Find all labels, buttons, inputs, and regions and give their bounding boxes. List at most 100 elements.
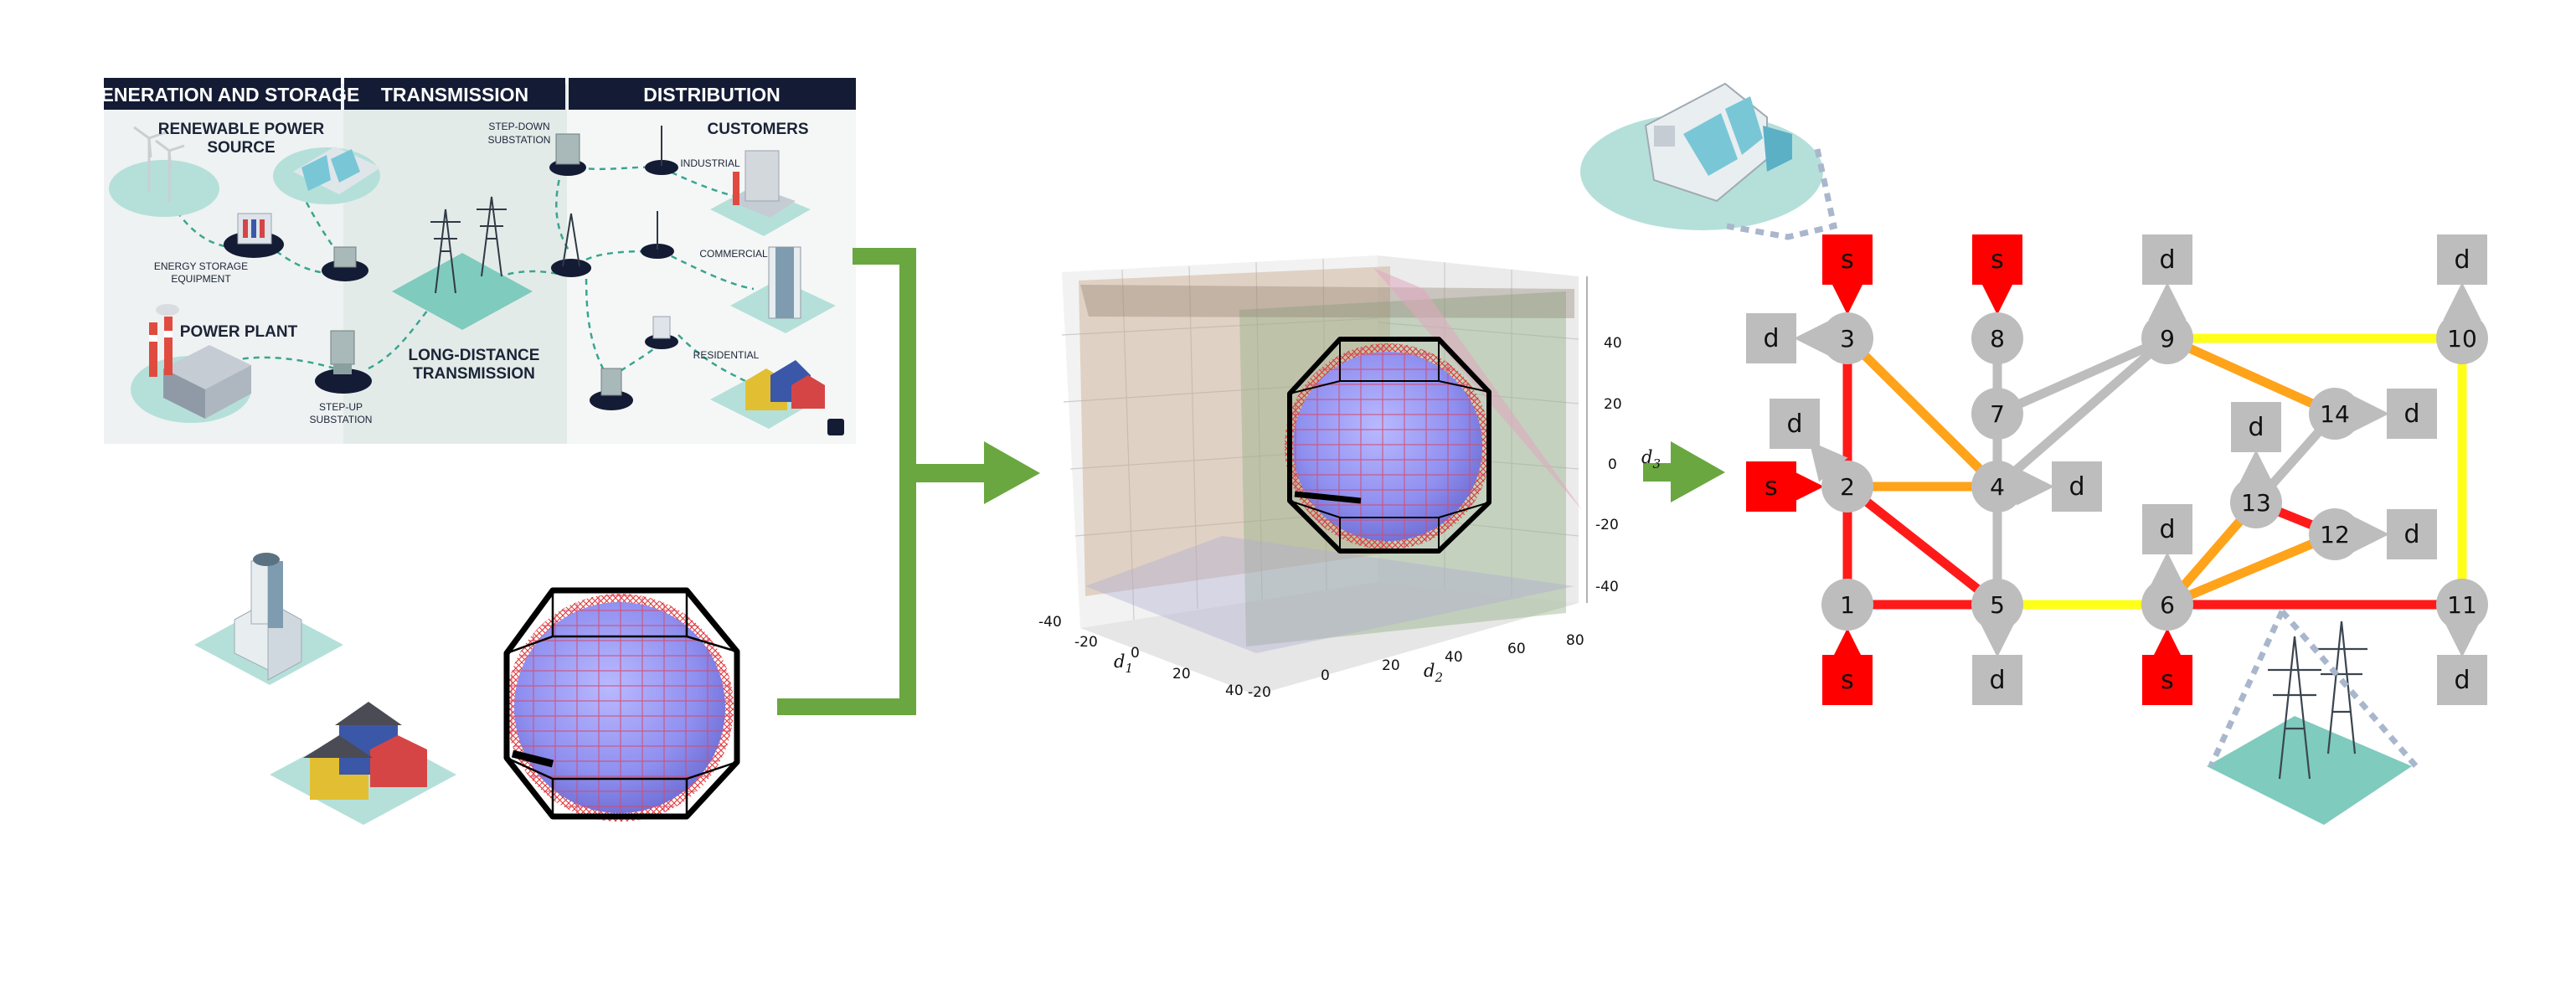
caption-step-up-line2: SUBSTATION (310, 414, 373, 425)
arrow-head-2 (1671, 441, 1725, 502)
transmission-tile (392, 253, 533, 330)
line-3-4 (1842, 333, 2002, 492)
d3-axis-label: d3 (1641, 447, 1661, 471)
halfspace-plane-4 (1085, 536, 1574, 653)
d3-tick-40: 40 (1604, 335, 1622, 352)
arrow-shaft-2 (1643, 463, 1675, 482)
demand-arrow-2 (1809, 440, 1848, 482)
caption-industrial: INDUSTRIAL (680, 157, 740, 169)
bus-node-10: 10 (2436, 312, 2488, 364)
bus-node-6: 6 (2141, 579, 2193, 631)
power-plant-icon (149, 304, 251, 419)
caption-step-up-line1: STEP-UP (319, 401, 363, 413)
3d-plot: 40 20 0 -20 -40 d3 -40 -20 0 20 40 d1 -2… (1038, 255, 1661, 701)
caption-power-plant: POWER PLANT (180, 323, 298, 341)
outer-approximation-illustration (503, 587, 740, 822)
transmission-tower-icon (430, 196, 507, 294)
caption-storage-line1: ENERGY STORAGE (154, 260, 248, 272)
axis-d3: 40 20 0 -20 -40 d3 (1586, 276, 1661, 603)
commercial-building-icon (768, 246, 801, 319)
line-6-12 (2162, 529, 2340, 610)
residential-building-icon (745, 360, 825, 410)
d3-tick-20: 20 (1604, 396, 1622, 413)
wind-turbine-icon (133, 126, 185, 203)
bus-label: 10 (2447, 325, 2477, 353)
demand-label: d (2454, 245, 2470, 275)
d1-tick-0: 0 (1131, 645, 1140, 662)
pane-back-left (1062, 255, 1378, 628)
demand-label: d (2403, 520, 2419, 549)
substation-icon (322, 246, 368, 281)
bus-node-4: 4 (1971, 461, 2023, 513)
bus-label: 8 (1990, 325, 2005, 353)
caption-step-down-line2: SUBSTATION (488, 134, 551, 146)
axis-d1: -40 -20 0 20 40 d1 (1038, 614, 1244, 699)
demand-label: d (1763, 324, 1779, 353)
d1-tick-20: 20 (1172, 666, 1191, 683)
source-box-2: s (1972, 234, 2022, 285)
demand-label: d (2454, 666, 2470, 695)
source-label: s (1765, 472, 1778, 502)
section-headers: GENERATION AND STORAGE TRANSMISSION DIST… (86, 78, 856, 110)
bus-node-8: 8 (1971, 312, 2023, 364)
demand-box-7: d (2437, 655, 2487, 705)
demand-box-11: d (2387, 509, 2437, 559)
source-label: s (2161, 666, 2174, 695)
bus-label: 1 (1840, 591, 1855, 619)
wind-tile (109, 160, 219, 217)
hydro-dam-icon (293, 147, 381, 194)
source-box-3: s (1746, 461, 1796, 512)
bus-label: 14 (2320, 400, 2350, 428)
pane-floor (1080, 582, 1579, 695)
caption-customers: CUSTOMERS (707, 121, 808, 138)
demand-box-4: d (1972, 655, 2022, 705)
d1-tick-m20: -20 (1074, 634, 1098, 651)
header-transmission: TRANSMISSION (381, 84, 528, 106)
caption-commercial: COMMERCIAL (699, 248, 768, 260)
caption-long-distance-line1: LONG-DISTANCE (409, 347, 540, 364)
step-up-substation-icon (315, 330, 372, 394)
bus-label: 9 (2160, 325, 2175, 353)
d1-axis-label: d1 (1114, 652, 1133, 676)
source-box-4: s (1822, 655, 1873, 705)
caption-step-down-line1: STEP-DOWN (488, 121, 549, 132)
line-7-9 (1992, 333, 2172, 419)
line-2-5 (1842, 482, 2002, 610)
source-label: s (1841, 666, 1854, 695)
power-grid-infographic: GENERATION AND STORAGE TRANSMISSION DIST… (86, 78, 856, 444)
demand-box-10: d (2387, 389, 2437, 439)
d2-tick-0: 0 (1321, 667, 1330, 684)
caption-storage-line2: EQUIPMENT (171, 273, 231, 285)
demand-label: d (2248, 413, 2264, 442)
bus-node-12: 12 (2309, 508, 2361, 560)
bus-node-1: 1 (1821, 579, 1873, 631)
flow-arrows (777, 248, 1725, 715)
demand-box-8: d (2142, 504, 2192, 554)
bus-label: 2 (1840, 473, 1855, 501)
d1-tick-m40: -40 (1038, 614, 1062, 631)
arrow-shaft-1 (908, 464, 993, 482)
bus-node-7: 7 (1971, 388, 2023, 440)
demand-label: d (2069, 472, 2084, 502)
demand-box-1: d (1746, 313, 1796, 363)
distribution-nodes (549, 126, 678, 410)
houses-illustration (270, 702, 456, 825)
bus-label: 3 (1840, 325, 1855, 353)
caption-long-distance-line2: TRANSMISSION (413, 365, 535, 383)
line-9-14 (2162, 333, 2340, 419)
demand-label: d (2403, 399, 2419, 429)
transmission-lines (1842, 333, 2467, 610)
arrow-head-1 (984, 441, 1040, 504)
axis-d2: -20 0 20 40 60 80 d2 (1248, 632, 1584, 701)
bus-label: 5 (1990, 591, 2005, 619)
bus-label: 13 (2241, 489, 2271, 517)
source-box-5: s (2142, 655, 2192, 705)
bus-label: 6 (2160, 591, 2175, 619)
d3-tick-m40: -40 (1595, 579, 1619, 595)
demand-label: d (2159, 245, 2175, 275)
halfspace-plane-3 (1080, 285, 1574, 318)
caption-renewable-line1: RENEWABLE POWER (158, 121, 325, 138)
transmission-tower-illustration (2207, 621, 2412, 825)
demand-label: d (2159, 515, 2175, 544)
bus-node-11: 11 (2436, 579, 2488, 631)
